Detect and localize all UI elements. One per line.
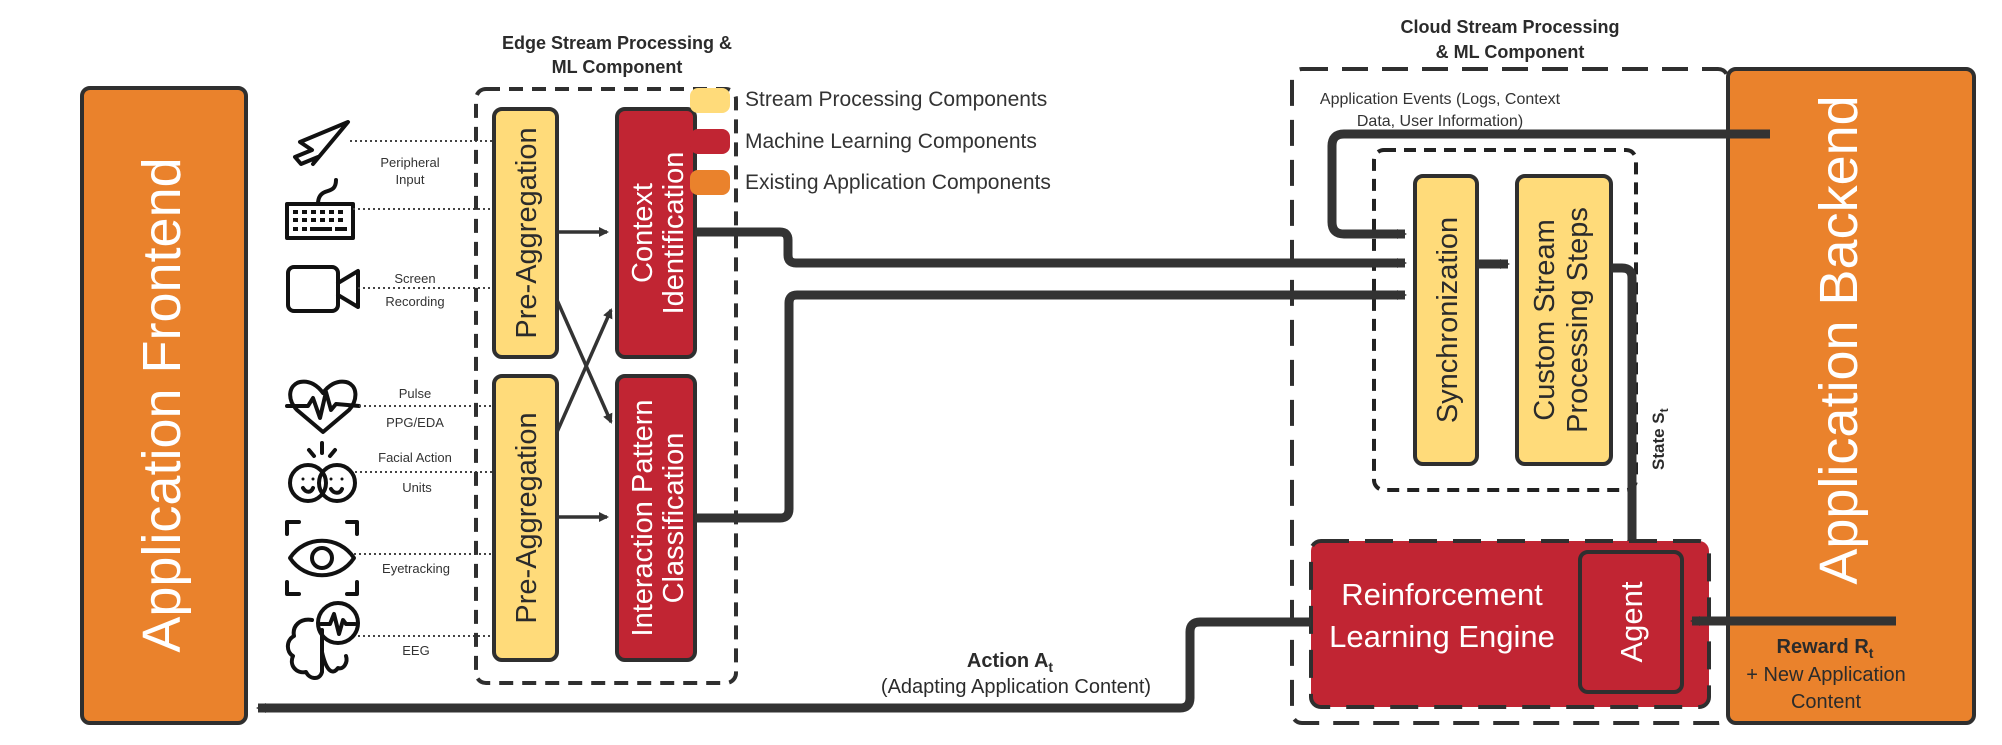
custom-stream-line1: Custom Stream <box>1529 219 1561 420</box>
reward-label: Reward Rt <box>1777 636 1874 661</box>
agent-label: Agent <box>1614 581 1649 662</box>
sensor-labels: Peripheral Input Screen Recording Pulse … <box>378 155 452 658</box>
sensor-label: Eyetracking <box>382 561 450 576</box>
cloud-component: Cloud Stream Processing & ML Component A… <box>1290 17 1730 725</box>
pre-aggregation-bottom-label: Pre-Aggregation <box>511 412 543 623</box>
edge-title-line1: Edge Stream Processing & <box>502 33 732 53</box>
action-line2: (Adapting Application Content) <box>881 676 1151 698</box>
synchronization-box <box>1413 174 1479 466</box>
sensor-label: PPG/EDA <box>386 415 444 430</box>
arrow-action <box>256 617 1311 713</box>
arrow-cross-up <box>555 308 613 433</box>
synchronization-label: Synchronization <box>1432 217 1464 423</box>
arrow-cross-down <box>555 299 613 424</box>
legend-swatch-stream <box>690 88 730 113</box>
legend-swatch-existing <box>690 170 730 195</box>
custom-stream-line2: Processing Steps <box>1562 207 1594 433</box>
sensor-icons <box>285 120 361 680</box>
edge-component: Edge Stream Processing & ML Component Pr… <box>474 33 738 685</box>
pre-aggregation-top-label: Pre-Aggregation <box>511 127 543 338</box>
backend-label: Application Backend <box>1809 95 1869 584</box>
sensor-label: Facial Action <box>378 450 452 465</box>
brain-eeg-icon <box>285 601 360 680</box>
application-frontend: Application Frontend <box>80 86 248 725</box>
sensor-label: Pulse <box>399 386 432 401</box>
legend-item: Stream Processing Components <box>745 88 1047 111</box>
sensor-label: EEG <box>402 643 429 658</box>
sensor-label: Input <box>396 172 425 187</box>
faces-icon <box>288 441 357 503</box>
interaction-pattern-line2: Classification <box>658 433 690 604</box>
legend-swatch-ml <box>690 129 730 154</box>
edge-title-line2: ML Component <box>552 57 683 77</box>
reward-line3: Content <box>1791 691 1861 713</box>
rl-engine-line2: Learning Engine <box>1329 619 1555 654</box>
video-camera-icon <box>286 265 360 313</box>
reward-line2: + New Application <box>1746 664 1906 686</box>
eye-tracking-icon <box>285 520 359 596</box>
action-label: Action At <box>967 650 1053 675</box>
custom-stream-steps-box <box>1515 174 1613 466</box>
backend-box <box>1726 67 1976 725</box>
cloud-title-line1: Cloud Stream Processing <box>1400 17 1619 37</box>
arrow-context-to-sync <box>695 227 1407 268</box>
agent-box <box>1578 550 1684 694</box>
heart-pulse-icon <box>285 379 361 434</box>
sensor-label: Peripheral <box>380 155 439 170</box>
edge-container <box>474 87 738 685</box>
application-backend: Application Backend Reward Rt + New Appl… <box>1726 67 1976 725</box>
sensor-label: Units <box>402 480 432 495</box>
frontend-box <box>80 86 248 725</box>
context-identification-line1: Context <box>627 183 659 283</box>
events-label-line1: Application Events (Logs, Context <box>1320 91 1561 108</box>
arrow-state <box>1611 263 1637 550</box>
stream-steps-container <box>1372 148 1638 492</box>
sensor-connectors <box>350 140 492 637</box>
legend-item: Machine Learning Components <box>745 130 1037 153</box>
keyboard-icon <box>285 178 355 240</box>
cursor-icon <box>293 120 350 166</box>
state-label: State St <box>1649 408 1671 470</box>
cloud-title-line2: & ML Component <box>1436 42 1585 62</box>
arrow-application-events <box>1327 129 1770 239</box>
context-identification-line2: Identification <box>658 152 690 315</box>
cloud-container <box>1290 67 1730 725</box>
legend: Stream Processing Components Machine Lea… <box>690 88 1051 195</box>
sensor-label: Recording <box>385 294 444 309</box>
legend-item: Existing Application Components <box>745 171 1051 194</box>
events-label-line2: Data, User Information) <box>1357 113 1523 130</box>
interaction-pattern-line1: Interaction Pattern <box>627 400 659 637</box>
sensor-label: Screen <box>394 271 435 286</box>
arrow-interaction-to-sync <box>695 290 1407 523</box>
rl-engine-line1: Reinforcement <box>1341 577 1543 612</box>
frontend-label: Application Frontend <box>132 157 192 652</box>
